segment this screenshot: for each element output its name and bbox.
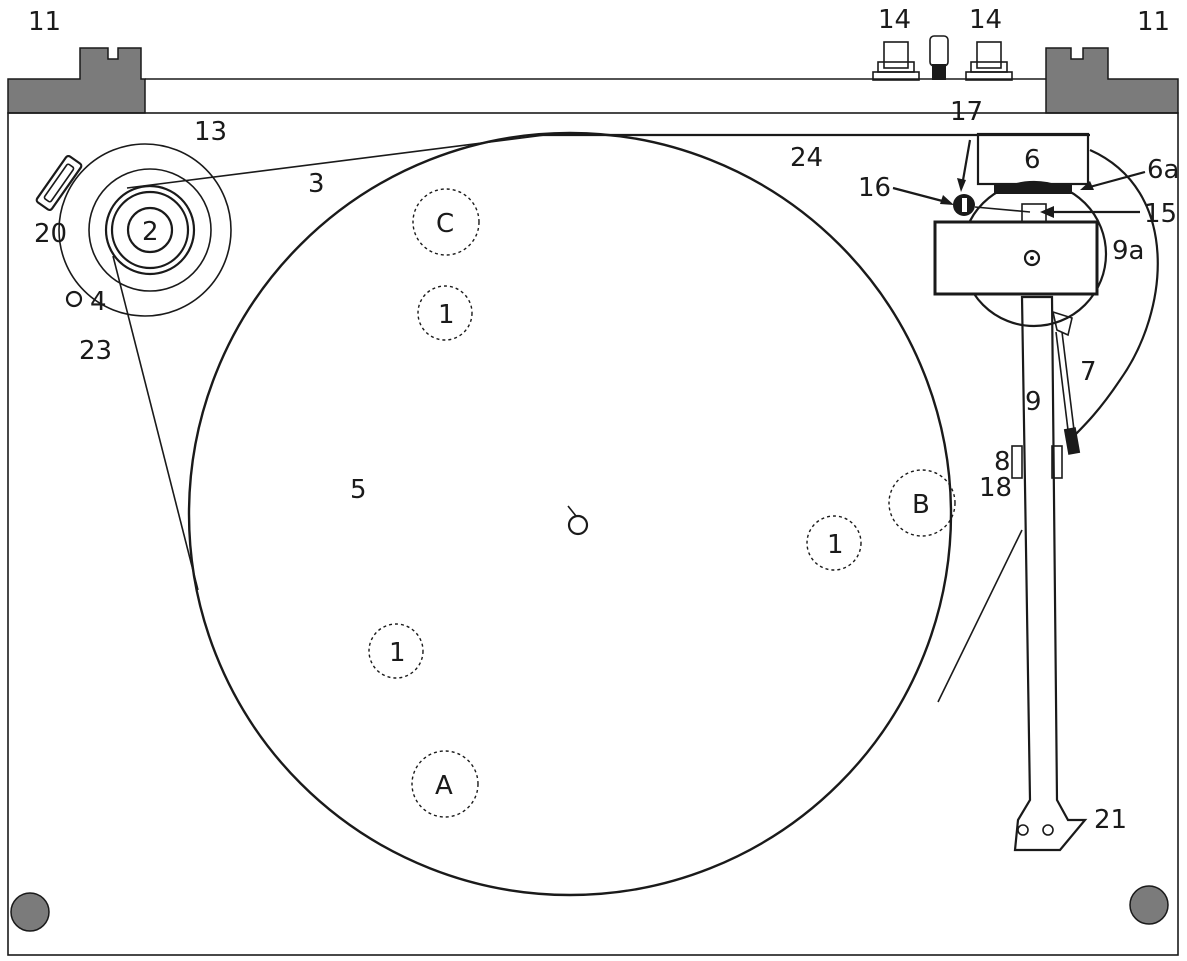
power-switch[interactable] — [35, 154, 83, 212]
bias-weight-slot — [962, 198, 967, 212]
label-3: 3 — [308, 169, 325, 199]
label-9a: 9a — [1112, 236, 1144, 266]
rear-socket-right — [965, 41, 1013, 81]
label-9: 9 — [1025, 387, 1042, 417]
label-21: 21 — [1094, 805, 1127, 835]
label-2: 2 — [142, 217, 159, 247]
arm-bearing-scale — [994, 184, 1072, 194]
bias-thread — [974, 206, 1031, 213]
front-foot-right — [1129, 885, 1169, 925]
label-a: A — [435, 771, 453, 801]
arm-lift-rod-b — [1055, 331, 1069, 431]
rear-foot-right — [1045, 47, 1179, 114]
rear-connector-center — [929, 35, 949, 80]
arrow-16-head — [940, 195, 954, 205]
label-16: 16 — [858, 173, 891, 203]
hole-b — [888, 469, 956, 537]
label-14-right: 14 — [969, 5, 1002, 35]
label-8: 8 — [994, 447, 1011, 477]
arrow-16-line — [892, 186, 951, 205]
label-1-top: 1 — [438, 300, 455, 330]
armrest-right — [1051, 445, 1063, 479]
label-4: 4 — [90, 287, 107, 317]
motor-pulley-outer — [104, 184, 196, 276]
label-1-left: 1 — [389, 638, 406, 668]
rear-foot-left — [7, 47, 146, 114]
label-14-left: 14 — [878, 5, 911, 35]
arm-tube — [1013, 295, 1088, 852]
label-13: 13 — [194, 117, 227, 147]
label-5: 5 — [350, 475, 367, 505]
arm-lift-handle[interactable] — [1063, 427, 1081, 455]
hole-1-right — [806, 515, 862, 571]
arm-lift-rod-a — [1061, 331, 1075, 431]
arrow-17-line — [960, 139, 972, 187]
headshell-hole-right — [1042, 824, 1054, 836]
motor-pulley-ring — [88, 168, 212, 292]
plinth-outline — [7, 112, 1179, 956]
arrow-17-head — [957, 178, 966, 192]
label-11-left: 11 — [28, 7, 61, 37]
arrow-15-head — [1040, 206, 1054, 218]
label-7: 7 — [1080, 357, 1097, 387]
label-15: 15 — [1144, 199, 1177, 229]
label-6a: 6a — [1147, 155, 1179, 185]
arm-lift-body — [1051, 310, 1073, 337]
label-18: 18 — [979, 473, 1012, 503]
motor-pulley-mid — [110, 190, 190, 270]
arm-cable-loop — [1069, 148, 1159, 441]
label-6: 6 — [1024, 145, 1041, 175]
headshell-hole-left — [1017, 824, 1029, 836]
arrow-6a-head — [1080, 181, 1094, 190]
label-1-right: 1 — [827, 530, 844, 560]
arm-block — [933, 220, 1099, 296]
platter — [187, 131, 953, 897]
motor-unit-outer — [58, 143, 232, 317]
label-20: 20 — [34, 219, 67, 249]
label-c: C — [436, 209, 454, 239]
label-23: 23 — [79, 336, 112, 366]
belt-bottom — [112, 255, 199, 591]
hole-a — [411, 750, 479, 818]
hole-1-top — [417, 285, 473, 341]
spindle-mark — [567, 505, 577, 517]
arrow-6a-line — [1085, 170, 1146, 190]
rear-socket-left — [872, 41, 920, 81]
spindle — [567, 514, 589, 536]
label-b: B — [912, 490, 930, 520]
armrest-left — [1011, 445, 1023, 479]
label-17: 17 — [950, 97, 983, 127]
led-indicator — [65, 290, 83, 308]
hole-c — [412, 188, 480, 256]
hole-1-left — [368, 623, 424, 679]
arm-block-screw — [1023, 249, 1041, 267]
label-24: 24 — [790, 143, 823, 173]
armrest-connector — [937, 529, 1023, 703]
motor-pulley-inner — [126, 206, 174, 254]
front-foot-left — [10, 892, 50, 932]
label-11-right: 11 — [1137, 7, 1170, 37]
